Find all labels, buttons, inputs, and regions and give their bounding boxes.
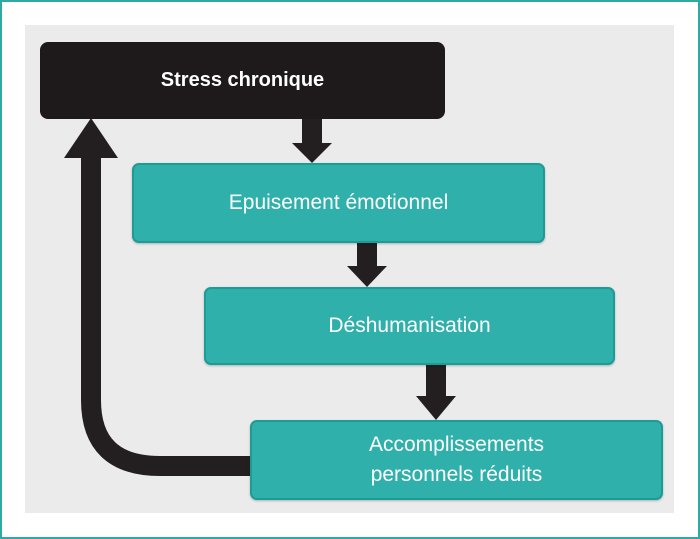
node-deshumanisation: Déshumanisation [204,287,615,365]
feedback-arrow-shaft [81,150,250,476]
arrow-head-stress-epuisement [292,143,332,163]
node-accomplissements-reduits: Accomplissements personnels réduits [250,420,663,500]
feedback-arrow-head [64,118,118,158]
node-label: Epuisement émotionnel [228,191,449,214]
arrow-head-epuisement-deshum [347,266,387,287]
arrow-head-deshum-accomp [416,396,456,420]
arrow-shaft-deshum-accomp [426,365,446,398]
node-label-line2: personnels réduits [370,463,543,486]
arrow-shaft-epuisement-deshum [357,243,377,268]
arrow-shaft-stress-epuisement [302,119,322,145]
node-stress-chronique: Stress chronique [40,42,445,119]
node-epuisement-emotionnel: Epuisement émotionnel [132,163,545,243]
node-label-line1: Accomplissements [368,433,545,456]
node-label: Déshumanisation [328,314,491,337]
node-label: Stress chronique [160,69,325,91]
